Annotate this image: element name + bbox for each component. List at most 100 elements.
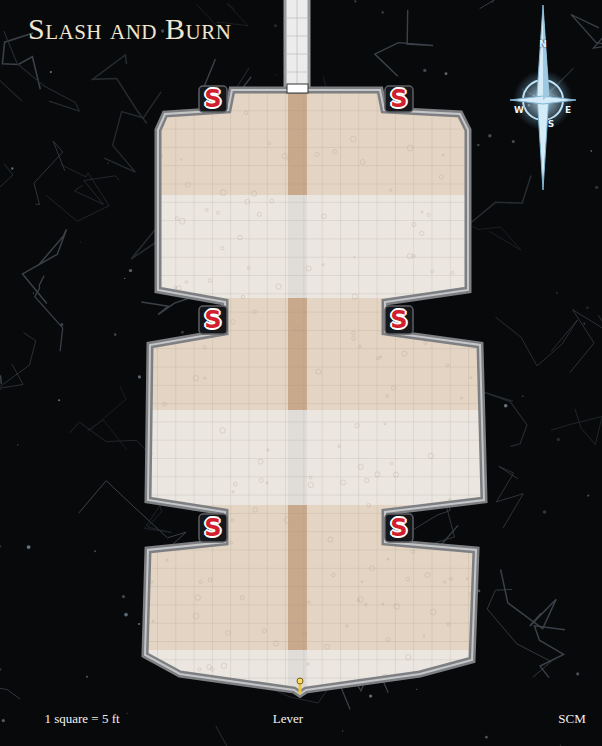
crack-line [496, 466, 523, 528]
rock-speck [423, 69, 427, 73]
rock-speck [27, 545, 31, 549]
rock-speck [587, 494, 589, 496]
map-title: Slash and Burn [28, 14, 231, 44]
floor-stain [461, 540, 466, 545]
rock-speck [127, 713, 128, 714]
crack-line [570, 310, 602, 373]
floor-stain [474, 677, 479, 682]
crack-line [23, 229, 67, 303]
crack-line [93, 55, 147, 124]
statue-marker: S [204, 87, 221, 111]
floor-stain [449, 678, 452, 681]
floor-stain [479, 585, 483, 589]
rock-speck [138, 375, 141, 378]
floor-stain [437, 90, 441, 94]
floor-stain [482, 519, 485, 522]
crack-line [34, 141, 65, 205]
compass-letter: N [539, 40, 547, 49]
door [287, 84, 308, 93]
corridor-grid [285, 0, 309, 92]
rock-speck [369, 694, 372, 697]
rock-speck [181, 331, 184, 334]
rock-speck [0, 545, 1, 547]
crack-line [551, 409, 602, 445]
statue-marker: S [204, 516, 221, 540]
rock-speck [33, 293, 34, 294]
rock-speck [2, 719, 5, 722]
rock-speck [17, 444, 19, 446]
corridor-wall [285, 0, 309, 92]
rock-speck [122, 595, 125, 598]
crack-line [35, 276, 63, 352]
rock-speck [354, 0, 356, 2]
rock-speck [557, 438, 560, 441]
floor-stain [476, 222, 478, 224]
lever-symbol [297, 678, 303, 694]
floor-stain [151, 189, 153, 191]
crack-line [0, 345, 1, 384]
floor-stain [448, 326, 451, 329]
floor-stain [173, 93, 179, 99]
rock-speck [124, 278, 125, 279]
compass-rose [510, 5, 576, 190]
rock-speck [342, 730, 343, 731]
floor-stain [480, 598, 482, 600]
rock-speck [477, 144, 480, 147]
floor-stain [426, 318, 428, 320]
rock-speck [86, 676, 88, 678]
compass-letter: W [514, 106, 524, 115]
rock-speck [107, 163, 108, 164]
rock-speck [274, 24, 277, 27]
rock-speck [275, 74, 276, 75]
floor-stain [169, 322, 174, 327]
rock-speck [94, 550, 96, 552]
rock-speck [124, 613, 128, 617]
rock-speck [138, 623, 140, 625]
rock-speck [576, 672, 579, 675]
rock-speck [504, 404, 508, 408]
corridor [285, 0, 309, 92]
rock-speck [445, 72, 448, 75]
rock-speck [60, 323, 63, 326]
floor-stain [473, 676, 475, 678]
statue-marker: S [204, 308, 221, 332]
rock-speck [505, 497, 506, 498]
rock-speck [129, 269, 132, 272]
rock-speck [583, 323, 585, 325]
artist-signature: SCM [558, 712, 585, 725]
crack-line [375, 10, 433, 76]
rock-speck [50, 71, 52, 73]
rock-speck [586, 307, 588, 309]
crack-line [495, 317, 577, 366]
crack-line [571, 15, 602, 49]
rock-speck [0, 389, 1, 390]
floor-stain [479, 571, 481, 573]
room-wall [145, 90, 484, 694]
crack-line [0, 164, 13, 206]
room-wall-edge [145, 90, 484, 694]
rock-speck [381, 11, 384, 14]
statue-marker: S [390, 87, 407, 111]
crack-line [88, 386, 127, 449]
lever-label: Lever [273, 712, 303, 725]
rock-speck [416, 689, 417, 690]
crack-line [521, 745, 569, 746]
statue-niche [199, 86, 413, 542]
statue-marker: S [390, 516, 407, 540]
crack-line [480, 0, 525, 9]
statue-marker: S [390, 308, 407, 332]
rock-speck [58, 399, 60, 401]
rock-speck [590, 150, 592, 152]
rock-speck [485, 736, 488, 739]
rock-speck [488, 134, 492, 138]
crack-line [46, 165, 109, 222]
rock-speck [80, 242, 81, 243]
crack-line [0, 333, 36, 389]
floor-stain [474, 279, 478, 283]
rock-speck [543, 510, 547, 514]
rock-speck [522, 395, 523, 396]
crack-line [501, 569, 557, 628]
compass-letter: S [548, 120, 554, 129]
